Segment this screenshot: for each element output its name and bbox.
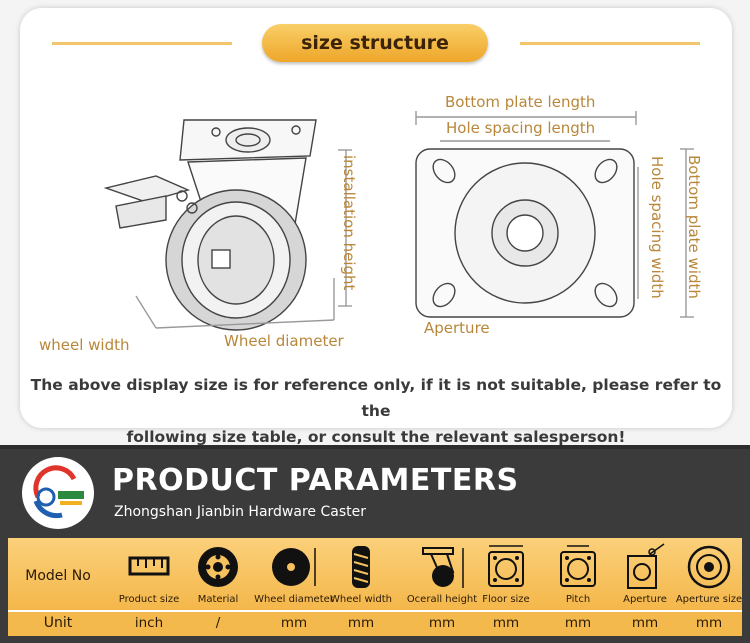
reference-note: The above display size is for reference … (20, 372, 732, 450)
model-no-header: Model No (25, 568, 91, 584)
wheel-diameter-label: Wheel diameter (224, 332, 344, 350)
aperture-size-caption: Aperture size (675, 594, 743, 605)
hole-spacing-length-label: Hole spacing length (446, 119, 596, 137)
ruler-icon (128, 556, 170, 576)
section-title-badge: size structure (262, 24, 488, 62)
hole-pitch-icon (560, 545, 596, 587)
wheel-width-label: wheel width (39, 336, 130, 354)
caster-side-view-illustration (103, 119, 352, 331)
wheel-diameter-caption: Wheel diameter (254, 594, 334, 605)
wheel-width-unit: mm (347, 615, 375, 631)
wheel-diameter-unit: mm (280, 615, 308, 631)
overall-height-unit: mm (428, 615, 456, 631)
bottom-plate-width-label: Bottom plate width (685, 155, 703, 299)
product-size-caption: Product size (118, 594, 180, 605)
reference-note-line-2: following size table, or consult the rel… (126, 428, 626, 446)
tread-icon (352, 546, 370, 588)
floor-size-caption: Floor size (482, 594, 530, 605)
header-rule-right (520, 42, 700, 45)
installation-height-label: installation height (340, 155, 358, 291)
pitch-unit: mm (564, 615, 592, 631)
reference-note-line-1: The above display size is for reference … (30, 376, 722, 420)
aperture-caption: Aperture (623, 594, 667, 605)
aperture-label: Aperture (424, 319, 490, 337)
unit-header: Unit (43, 615, 73, 631)
caster-height-icon (422, 547, 464, 588)
aperture-size-icon (687, 545, 731, 589)
company-logo (22, 457, 94, 529)
parameter-table-unit-row (8, 612, 742, 636)
hole-spacing-width-label: Hole spacing width (648, 156, 666, 299)
floor-size-unit: mm (492, 615, 520, 631)
product-size-unit: inch (134, 615, 164, 631)
wheel-hub-icon (198, 547, 238, 587)
aperture-icon (627, 543, 665, 589)
parameter-table: Model No Unit Product size inch Material… (8, 538, 742, 636)
aperture-unit: mm (631, 615, 659, 631)
plate-size-icon (488, 545, 524, 587)
material-unit: / (215, 615, 221, 631)
base-plate-illustration (415, 111, 694, 318)
material-caption: Material (197, 594, 239, 605)
section-divider (0, 445, 750, 449)
wheel-diameter-icon (272, 548, 316, 586)
bottom-plate-length-label: Bottom plate length (445, 93, 596, 111)
pitch-caption: Pitch (565, 594, 591, 605)
wheel-width-caption: Wheel width (329, 594, 393, 605)
company-name: Zhongshan Jianbin Hardware Caster (114, 504, 366, 520)
aperture-size-unit: mm (695, 615, 723, 631)
product-parameters-title: PRODUCT PARAMETERS (112, 463, 519, 498)
overall-height-caption: Ocerall height (406, 594, 478, 605)
header-rule-left (52, 42, 232, 45)
